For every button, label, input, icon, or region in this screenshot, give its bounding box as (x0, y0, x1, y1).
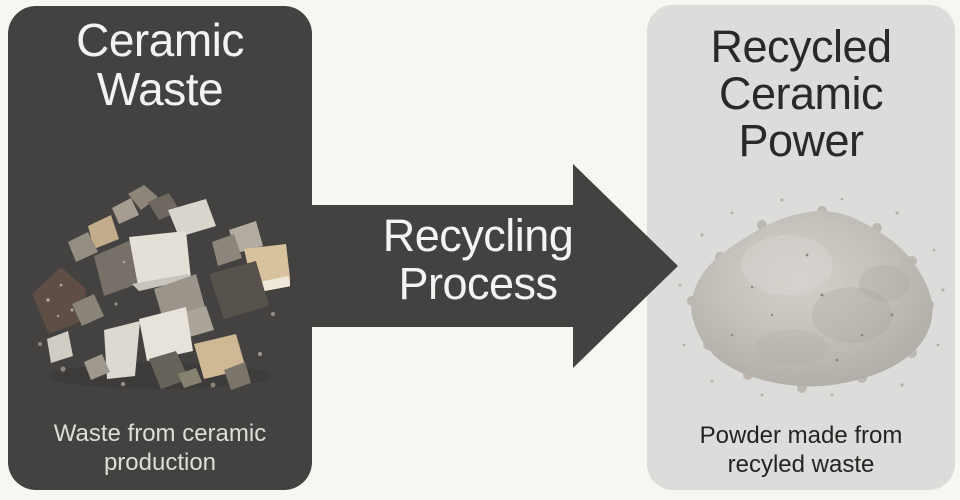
caption-line: Powder made from (699, 422, 903, 449)
title-line: Waste (96, 63, 224, 115)
title-line: Ceramic (76, 14, 244, 66)
title-line: Ceramic (718, 68, 884, 119)
caption-line: production (103, 449, 217, 476)
right-panel-caption: Powder made from recyled waste (647, 421, 955, 479)
ceramic-waste-image (32, 185, 290, 390)
ceramic-waste-panel: Ceramic Waste (8, 6, 312, 490)
caption-line: Waste from ceramic (53, 420, 267, 447)
caption-line: recyled waste (727, 451, 875, 478)
left-panel-title: Ceramic Waste (8, 6, 312, 114)
recycled-powder-panel: Recycled Ceramic Power (647, 5, 955, 490)
title-line: Recycled (710, 21, 892, 72)
ceramic-powder-image (678, 197, 945, 397)
arrow-label-line: Recycling (382, 210, 574, 261)
right-arrow-icon (310, 164, 678, 368)
title-line: Power (738, 115, 864, 166)
left-panel-caption: Waste from ceramic production (8, 419, 312, 477)
arrow-label: Recycling Process (343, 212, 613, 308)
arrow-label-line: Process (398, 258, 558, 309)
process-arrow: Recycling Process (310, 160, 682, 372)
right-panel-title: Recycled Ceramic Power (647, 5, 955, 164)
